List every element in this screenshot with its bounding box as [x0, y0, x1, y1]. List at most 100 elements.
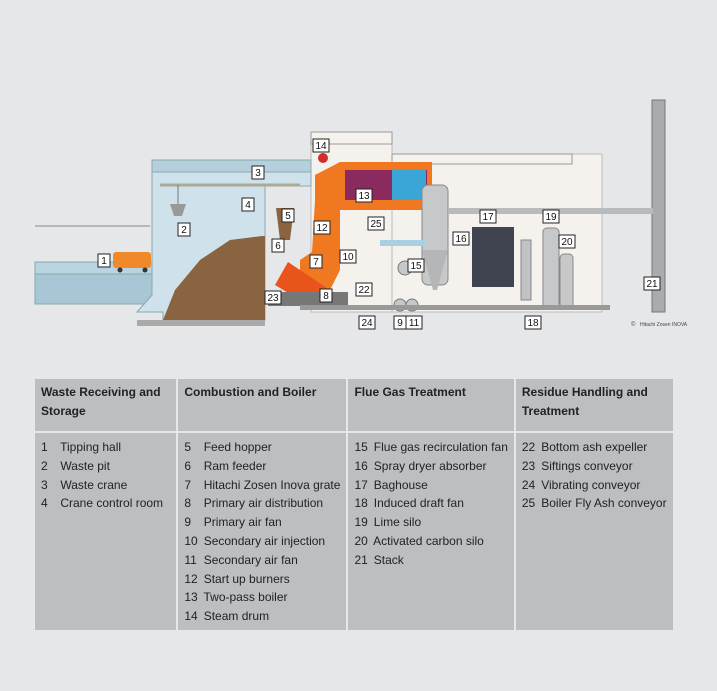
- legend-item-number: 4: [41, 496, 48, 511]
- svg-text:20: 20: [561, 237, 573, 248]
- legend-item: 8 Primary air distribution: [184, 494, 340, 513]
- legend-item-number: 24: [521, 477, 536, 492]
- legend-item: 6 Ram feeder: [184, 457, 340, 476]
- callout-13: 13: [355, 188, 373, 203]
- svg-text:24: 24: [361, 318, 373, 329]
- legend-item-number: 10: [184, 533, 198, 548]
- callout-14: 14: [312, 138, 330, 153]
- callout-19: 19: [542, 209, 560, 224]
- legend-item: 10 Secondary air injection: [184, 532, 340, 551]
- legend-item-label: Feed hopper: [203, 440, 272, 454]
- svg-text:11: 11: [409, 318, 420, 329]
- legend-item-label: Siftings conveyor: [541, 458, 633, 473]
- callout-10: 10: [339, 249, 357, 264]
- legend-item: 19 Lime silo: [354, 513, 507, 532]
- svg-text:3: 3: [255, 168, 261, 179]
- svg-text:17: 17: [482, 212, 494, 223]
- callout-18: 18: [524, 315, 542, 330]
- legend-item-label: Crane control room: [60, 496, 164, 511]
- legend-item-label: Bottom ash expeller: [541, 440, 648, 454]
- legend-item: 1 Tipping hall: [41, 438, 170, 457]
- legend-item-label: Tipping hall: [60, 440, 122, 454]
- legend-item-number: 19: [354, 515, 368, 530]
- legend-item-number: 11: [184, 552, 197, 567]
- legend-item-label: Stack: [373, 552, 404, 567]
- legend-item-number: 3: [41, 477, 48, 492]
- legend-heading: Combustion and Boiler: [176, 377, 349, 433]
- copyright-symbol: ©: [631, 321, 636, 328]
- callout-labels: 1 2 3 4 5 6 7 8 9 10 11 12 13 14 15 16 1…: [97, 138, 661, 330]
- svg-text:23: 23: [267, 293, 279, 304]
- legend-item-label: Waste pit: [60, 458, 110, 473]
- callout-1: 1: [97, 253, 111, 268]
- svg-text:7: 7: [313, 257, 319, 268]
- callout-16: 16: [452, 231, 470, 246]
- svg-text:21: 21: [646, 279, 658, 290]
- legend-item-label: Primary air distribution: [203, 496, 324, 511]
- legend-item-number: 20: [354, 533, 368, 548]
- legend-item-number: 8: [184, 496, 192, 511]
- svg-text:22: 22: [358, 285, 370, 296]
- legend-item-label: Ram feeder: [203, 458, 267, 473]
- svg-text:12: 12: [316, 223, 328, 234]
- legend-item: 3 Waste crane: [41, 476, 170, 495]
- callout-4: 4: [241, 197, 255, 212]
- legend-item: 15 Flue gas recirculation fan: [354, 438, 507, 457]
- legend-item-label: Spray dryer absorber: [373, 458, 487, 473]
- callout-3: 3: [251, 165, 265, 180]
- legend-item: 21 Stack: [354, 551, 507, 570]
- legend-item-label: Lime silo: [373, 515, 422, 530]
- callout-8: 8: [319, 288, 333, 303]
- legend-item-number: 25: [521, 496, 536, 511]
- legend-item-label: Two-pass boiler: [203, 590, 288, 605]
- legend-item-number: 1: [41, 440, 48, 454]
- legend-item: 22 Bottom ash expeller: [522, 438, 667, 457]
- svg-text:6: 6: [275, 241, 281, 252]
- legend-heading: Waste Receiving and Storage: [32, 377, 179, 433]
- legend-item: 12 Start up burners: [184, 570, 340, 589]
- legend-item: 9 Primary air fan: [184, 513, 340, 532]
- legend-item-label: Primary air fan: [203, 515, 282, 530]
- callout-17: 17: [479, 209, 497, 224]
- boiler: [275, 153, 432, 300]
- legend-item-number: 5: [184, 440, 192, 454]
- callout-7: 7: [309, 254, 323, 269]
- legend-item-number: 15: [354, 440, 368, 454]
- legend-item-label: Start up burners: [203, 571, 290, 586]
- svg-text:25: 25: [370, 219, 382, 230]
- legend-item-label: Vibrating conveyor: [541, 477, 641, 492]
- truck-icon: [113, 252, 151, 273]
- legend-item-label: Activated carbon silo: [373, 533, 484, 548]
- svg-text:19: 19: [545, 212, 557, 223]
- svg-text:2: 2: [181, 225, 187, 236]
- legend-item-label: Hitachi Zosen Inova grate: [203, 477, 341, 492]
- legend-item-label: Baghouse: [373, 477, 428, 492]
- legend-item-number: 13: [184, 590, 198, 605]
- svg-text:10: 10: [342, 252, 354, 263]
- svg-text:8: 8: [323, 291, 329, 302]
- legend-item-number: 16: [354, 458, 368, 473]
- callout-12: 12: [313, 220, 331, 235]
- legend-item-label: Secondary air injection: [203, 533, 326, 548]
- steam-drum-icon: [318, 153, 328, 163]
- legend-item: 4 Crane control room: [41, 494, 170, 513]
- crane-grab-icon: [170, 185, 186, 216]
- legend-heading: Residue Handling and Treatment: [513, 377, 676, 433]
- callout-2: 2: [177, 222, 191, 237]
- legend-item-label: Boiler Fly Ash conveyor: [541, 496, 667, 511]
- legend-item-label: Waste crane: [60, 477, 128, 492]
- svg-text:18: 18: [527, 318, 539, 329]
- svg-text:15: 15: [410, 261, 422, 272]
- legend-item-number: 21: [354, 552, 368, 567]
- svg-text:16: 16: [455, 234, 467, 245]
- plant-diagram: 1 2 3 4 5 6 7 8 9 10 11 12 13 14 15 16 1…: [34, 99, 688, 330]
- callout-24: 24: [358, 315, 376, 330]
- callout-5: 5: [281, 208, 295, 223]
- legend-heading: Flue Gas Treatment: [346, 377, 516, 433]
- svg-text:1: 1: [101, 256, 107, 267]
- legend-item: 25 Boiler Fly Ash conveyor: [522, 494, 667, 513]
